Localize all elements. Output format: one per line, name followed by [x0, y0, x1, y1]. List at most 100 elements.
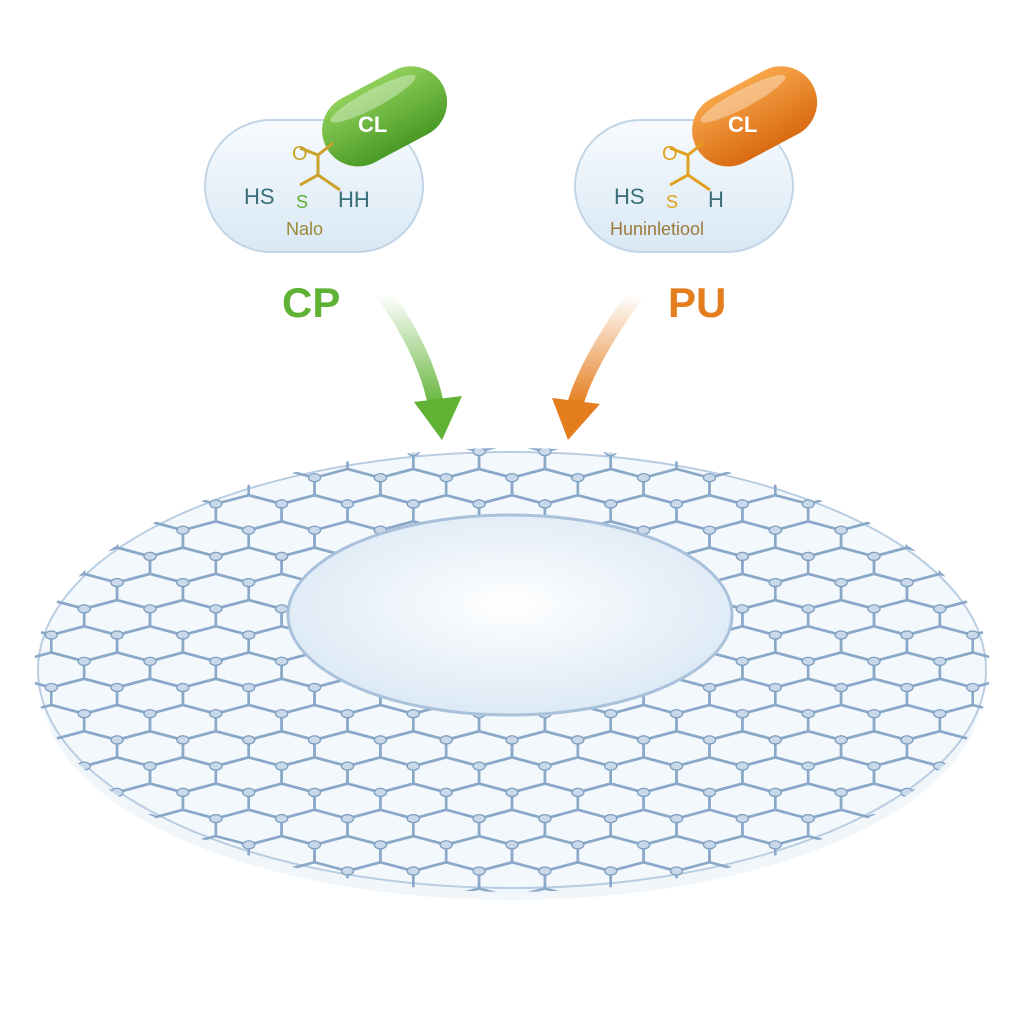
lattice-node: [571, 840, 585, 850]
lattice-node: [1000, 657, 1012, 665]
lattice-node: [702, 525, 717, 535]
lattice-node: [867, 709, 881, 719]
arrow-pu: [552, 287, 643, 440]
lattice-node: [768, 473, 782, 483]
lattice-node: [702, 473, 717, 483]
lattice-node: [834, 840, 848, 850]
lattice-node: [307, 525, 322, 535]
lattice-node: [143, 709, 157, 719]
lattice-node: [275, 656, 289, 666]
lattice-node: [702, 735, 717, 745]
arrow-down-orange-icon: [552, 398, 600, 440]
lattice-node: [900, 577, 914, 588]
lattice-node: [669, 709, 684, 719]
molecule-cp-ring-atom: O: [292, 143, 308, 165]
lattice-node: [834, 682, 848, 693]
lattice-node: [406, 761, 420, 771]
lattice-node: [604, 866, 618, 876]
lattice-node: [242, 473, 256, 483]
lattice-node: [538, 813, 552, 824]
lattice-node: [143, 656, 157, 666]
lattice-node: [636, 840, 651, 850]
lattice-node: [406, 709, 420, 719]
lattice-node: [636, 735, 651, 745]
lattice-node: [340, 761, 355, 771]
lattice-node: [176, 787, 190, 798]
lattice-node: [735, 499, 750, 509]
lattice-node: [176, 577, 190, 588]
lattice-node: [867, 604, 881, 614]
lattice-node: [604, 499, 618, 509]
lattice-node: [571, 735, 585, 745]
lattice-node: [669, 866, 684, 876]
lattice-node: [604, 709, 618, 719]
lattice-node: [867, 761, 881, 771]
lattice-node: [143, 499, 157, 509]
lattice-node: [505, 840, 519, 850]
lattice-node: [472, 448, 486, 457]
lattice-node: [571, 473, 585, 483]
lattice-node: [307, 473, 322, 483]
lattice-node: [373, 787, 387, 798]
lattice-node: [867, 551, 881, 562]
lattice-node: [209, 551, 223, 562]
lattice-node: [571, 787, 585, 798]
lattice-node: [834, 525, 848, 535]
lattice-node: [636, 473, 651, 483]
lattice-node: [439, 473, 453, 483]
arrow-cp: [377, 287, 462, 440]
lattice-node: [900, 735, 914, 745]
lattice-node: [933, 656, 947, 666]
lattice-node: [702, 840, 717, 850]
molecule-cp-right-group: HH: [338, 187, 370, 212]
lattice-node: [242, 682, 256, 693]
lattice-node: [374, 893, 386, 901]
capsule-pu: CL O HS S H Huninletiool: [574, 66, 818, 253]
lattice-node: [735, 761, 750, 771]
label-cp: CP: [282, 279, 341, 326]
lattice-node: [801, 761, 815, 771]
molecule-cp-left-group: HS: [244, 184, 275, 209]
lattice-node: [933, 551, 947, 562]
lattice-node: [209, 499, 223, 509]
lattice-node: [834, 735, 848, 745]
lattice-node: [143, 551, 157, 562]
lattice-node: [406, 499, 420, 509]
lattice-node: [801, 551, 815, 562]
lattice-node: [12, 605, 24, 613]
lattice-node: [735, 813, 750, 824]
lattice-node: [209, 709, 223, 719]
lattice-node: [176, 630, 190, 640]
lattice-node: [77, 709, 91, 719]
molecule-cp-name: Nalo: [286, 219, 323, 239]
capsule-pu-cap-text: CL: [728, 112, 757, 137]
lattice-node: [406, 448, 420, 457]
lattice-node: [933, 604, 947, 614]
capsule-cp-cap: [322, 66, 448, 167]
lattice-node: [1000, 605, 1012, 613]
lattice-node: [669, 813, 684, 824]
lattice-node: [12, 657, 24, 665]
lattice-node: [801, 813, 815, 824]
lattice-node: [439, 735, 453, 745]
lattice-node: [242, 735, 256, 745]
lattice-node: [143, 761, 157, 771]
lattice-node: [209, 604, 223, 614]
lattice-node: [604, 761, 618, 771]
lattice-node: [373, 840, 387, 850]
lattice-node: [77, 656, 91, 666]
molecule-cp-mid-group: S: [296, 192, 308, 212]
lattice-node: [44, 682, 58, 693]
lattice-node: [768, 840, 782, 850]
lattice-node: [669, 761, 684, 771]
lattice-node: [307, 682, 322, 693]
lattice-node: [638, 893, 650, 901]
lattice-node: [373, 735, 387, 745]
lattice-node: [768, 735, 782, 745]
lattice-node: [505, 787, 519, 798]
lattice-node: [110, 735, 124, 745]
lattice-node: [1000, 710, 1012, 718]
lattice-node: [406, 813, 420, 824]
lattice-node: [275, 551, 289, 562]
